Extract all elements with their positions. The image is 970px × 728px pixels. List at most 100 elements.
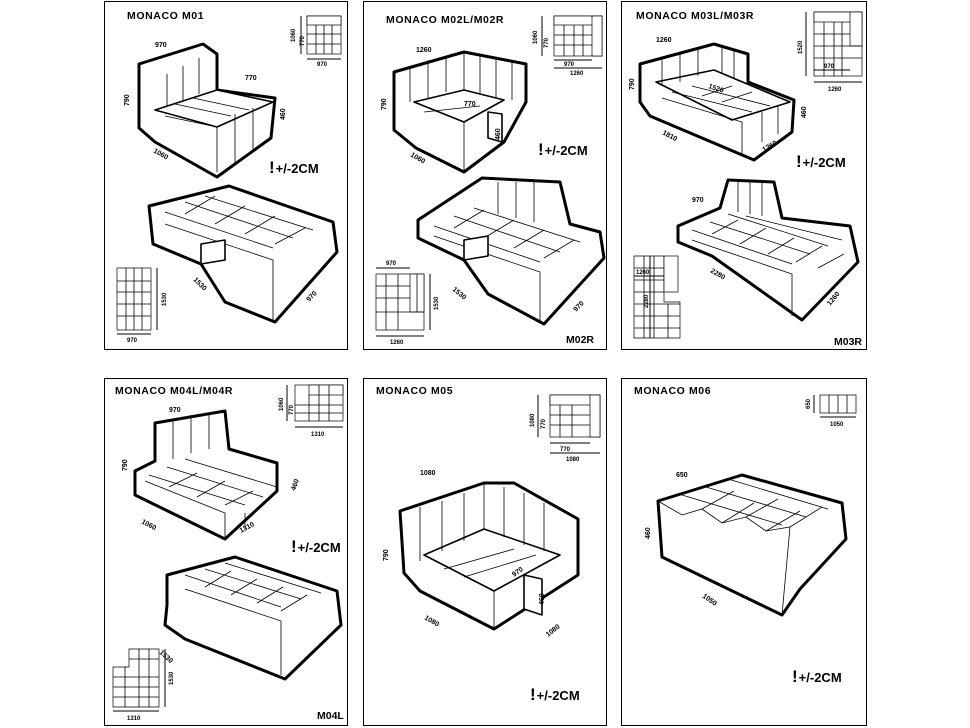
m03-thumb-w1: 970 xyxy=(824,64,835,70)
m05-thumbnail xyxy=(537,394,601,454)
m02-plan-w2: 1260 xyxy=(390,340,404,346)
m02-dim-b: 790 xyxy=(381,98,388,110)
panel-m06: MONACO M06 650 1050 650 460 1050 !+/-2CM xyxy=(621,378,867,726)
m01-thumb-h2: 770 xyxy=(300,35,306,46)
m04-drawing: 1060 770 1310 970 790 460 1060 1310 1530… xyxy=(112,384,344,722)
m03-plan-w: 1260 xyxy=(636,270,650,276)
m06-dim-b: 460 xyxy=(645,527,652,539)
m01-dim-c: 790 xyxy=(124,94,131,106)
panel-title: MONACO M06 xyxy=(634,385,712,397)
m05-thumb-h2: 770 xyxy=(541,418,547,429)
m01-thumbnail: 1060 770 970 xyxy=(291,15,342,68)
m06-drawing: 650 1050 650 460 1050 xyxy=(645,394,857,617)
m02-thumb-h2: 770 xyxy=(544,37,550,48)
m01-bed-b: 970 xyxy=(305,290,318,303)
m05-dim-f: 1080 xyxy=(545,623,562,638)
variant-label: M04L xyxy=(317,710,344,722)
m06-dim-c: 1050 xyxy=(701,593,718,608)
m02-dim-e: 1060 xyxy=(409,152,426,166)
m06-module xyxy=(656,473,848,617)
m03-module xyxy=(638,42,796,162)
m03-thumbnail xyxy=(805,11,863,83)
m06-thumbnail xyxy=(813,394,857,418)
m01-plan-w: 970 xyxy=(127,338,138,344)
tolerance-note: !+/-2CM xyxy=(530,685,580,704)
m02-dim-d: 460 xyxy=(495,128,502,140)
m02-plan-h: 1530 xyxy=(434,296,440,310)
m02-dim-a: 1260 xyxy=(416,47,432,54)
m03-dim-b: 790 xyxy=(629,78,636,90)
m05-thumb-w1: 770 xyxy=(560,447,571,453)
m04-dim-b: 790 xyxy=(122,459,129,471)
panel-m03: MONACO M03L/M03R 1520 970 1260 1260 790 … xyxy=(621,1,867,350)
m04-module xyxy=(133,409,279,541)
m03-plan-h: 2280 xyxy=(644,294,650,308)
m03-dim-c: 1520 xyxy=(707,83,724,95)
m01-bed xyxy=(147,184,339,324)
m03-dim-a: 1260 xyxy=(656,37,672,44)
m01-dim-a: 970 xyxy=(155,42,167,49)
panel-title: MONACO M05 xyxy=(376,385,454,397)
m06-thumb-h: 650 xyxy=(806,398,812,409)
panel-title: MONACO M04L/M04R xyxy=(115,385,234,397)
panel-m05: MONACO M05 1080 770 770 1080 1080 790 97… xyxy=(363,378,607,726)
tolerance-note: !+/-2CM xyxy=(792,667,842,686)
m01-plan-h: 1530 xyxy=(162,292,168,306)
tolerance-note: !+/-2CM xyxy=(538,140,588,159)
m02-bed-a: 1530 xyxy=(451,286,468,301)
m02-plan xyxy=(375,267,431,337)
m02-module xyxy=(392,50,528,174)
m02-drawing: 1060 770 970 1260 1260 790 770 460 1060 … xyxy=(375,15,606,346)
m04-plan xyxy=(112,648,166,712)
m05-thumb-h1: 1080 xyxy=(530,413,536,427)
m05-dim-d: 460 xyxy=(539,593,546,605)
m04-thumb-h1: 1060 xyxy=(279,397,285,411)
m04-dim-a: 970 xyxy=(169,407,181,414)
m06-thumb-w: 1050 xyxy=(830,422,844,428)
m02-bed xyxy=(416,176,606,326)
panel-m01: MONACO M01 1060 770 970 970 770 790 460 … xyxy=(104,1,348,350)
panel-m04: MONACO M04L/M04R 1060 770 1310 970 790 4… xyxy=(104,378,348,726)
m05-thumb-w2: 1080 xyxy=(566,457,580,463)
m03-thumb-h: 1520 xyxy=(798,40,804,54)
m02-plan-w1: 970 xyxy=(386,261,397,267)
m01-dim-d: 460 xyxy=(280,108,287,120)
m02-thumb-w1: 970 xyxy=(564,62,575,68)
m03-thumb-w2: 1260 xyxy=(828,87,842,93)
m01-dim-b: 770 xyxy=(245,75,257,82)
m01-drawing: 1060 770 970 970 770 790 460 1060 1530 9… xyxy=(116,15,342,344)
m03-bed xyxy=(676,178,860,322)
m02-dim-c: 770 xyxy=(464,101,476,108)
variant-label: M02R xyxy=(566,334,595,346)
m04-thumb-w: 1310 xyxy=(311,432,325,438)
m04-dim-c: 460 xyxy=(290,478,301,491)
m01-module xyxy=(137,42,277,179)
m01-thumb-h1: 1060 xyxy=(291,28,297,42)
m05-dim-e: 1080 xyxy=(423,615,440,629)
panel-m02: MONACO M02L/M02R 1060 770 970 1260 1260 … xyxy=(363,1,607,350)
m04-thumbnail xyxy=(286,384,344,428)
panel-title: MONACO M03L/M03R xyxy=(636,10,755,22)
m02-thumbnail xyxy=(541,15,603,69)
tolerance-note: !+/-2CM xyxy=(796,152,846,171)
tolerance-note: !+/-2CM xyxy=(269,158,319,177)
panel-title: MONACO M02L/M02R xyxy=(386,14,505,26)
tolerance-note: !+/-2CM xyxy=(291,537,341,556)
m04-bed-a: 1530 xyxy=(158,649,174,665)
m05-dim-b: 790 xyxy=(383,549,390,561)
m05-module xyxy=(398,481,580,631)
m03-plan xyxy=(633,255,681,339)
m05-drawing: 1080 770 770 1080 1080 790 970 460 1080 … xyxy=(383,394,601,639)
m03-drawing: 1520 970 1260 1260 790 1520 460 1810 126… xyxy=(629,11,863,339)
m02-bed-b: 970 xyxy=(572,300,585,313)
panel-title: MONACO M01 xyxy=(127,10,205,22)
m04-plan-h: 1530 xyxy=(169,671,175,685)
m04-bed xyxy=(163,555,343,681)
m02-thumb-h1: 1060 xyxy=(533,30,539,44)
m03-dim-d: 460 xyxy=(801,106,808,118)
m02-thumb-w2: 1260 xyxy=(570,71,584,77)
m01-bed-a: 1530 xyxy=(192,276,208,292)
m04-plan-w: 1310 xyxy=(127,716,141,722)
m03-bed-a: 970 xyxy=(692,197,704,204)
m05-dim-a: 1080 xyxy=(420,470,436,477)
